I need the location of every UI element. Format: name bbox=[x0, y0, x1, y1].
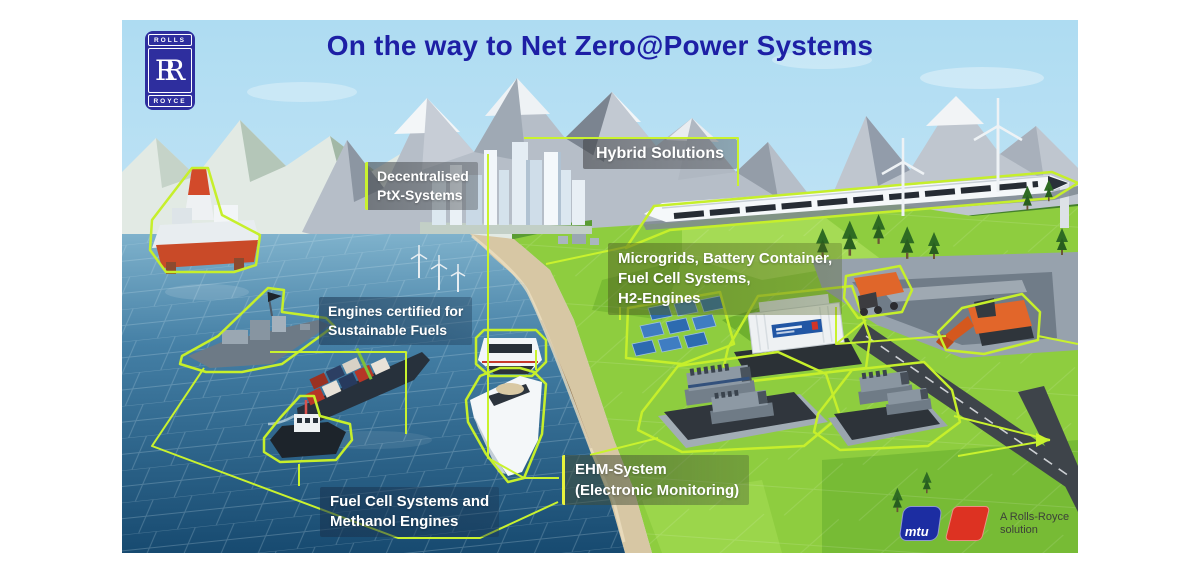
excavator bbox=[936, 292, 1042, 356]
wind-turbines bbox=[881, 98, 1023, 216]
genset-plant-right bbox=[812, 360, 962, 452]
callout-line: PtX-Systems bbox=[377, 187, 463, 203]
callout-lines bbox=[151, 137, 1078, 539]
callout-hybrid-solutions: Hybrid Solutions bbox=[583, 139, 737, 169]
callout-engines-certified: Engines certified for Sustainable Fuels bbox=[319, 297, 473, 345]
high-speed-train bbox=[624, 170, 1078, 250]
mtu-logo-text: mtu bbox=[904, 524, 929, 539]
mtu-logo: mtu bbox=[898, 506, 943, 541]
tugboat bbox=[262, 394, 354, 464]
callout-fuel-cell-methanol: Fuel Cell Systems and Methanol Engines bbox=[320, 487, 500, 537]
rolls-royce-monogram: R R bbox=[148, 48, 192, 93]
rolls-royce-solution-tagline: A Rolls-Royce solution bbox=[1000, 511, 1069, 537]
mtu-brand-footer: mtu A Rolls-Royce solution bbox=[898, 506, 1069, 541]
illustration-canvas: On the way to Net Zero@Power Systems ROL… bbox=[122, 20, 1078, 553]
callout-line: Sustainable Fuels bbox=[328, 322, 448, 338]
mtu-red-rhomboid bbox=[944, 506, 991, 541]
callout-line: (Electronic Monitoring) bbox=[575, 482, 740, 499]
monogram-r-right: R bbox=[164, 53, 186, 87]
rolls-royce-logo: ROLLS R R ROYCE bbox=[145, 31, 195, 110]
callout-line: H2-Engines bbox=[618, 290, 701, 307]
monogram-r-left: R bbox=[154, 53, 176, 87]
callout-microgrids: Microgrids, Battery Container, Fuel Cell… bbox=[608, 243, 843, 315]
rolls-royce-logo-top-text: ROLLS bbox=[148, 34, 192, 46]
callout-line: Decentralised bbox=[377, 168, 469, 184]
page-title: On the way to Net Zero@Power Systems bbox=[326, 30, 874, 61]
callout-decentralised-ptx: Decentralised PtX-Systems bbox=[365, 162, 478, 210]
callout-line: Fuel Cell Systems and bbox=[330, 493, 490, 510]
callout-line: Fuel Cell Systems, bbox=[618, 270, 751, 287]
coast-wind-turbines bbox=[410, 245, 466, 292]
callout-line: Engines certified for bbox=[328, 303, 464, 319]
callout-line: EHM-System bbox=[575, 461, 667, 478]
callout-line: Microgrids, Battery Container, bbox=[618, 250, 833, 267]
rolls-royce-logo-bottom-text: ROYCE bbox=[148, 95, 192, 107]
oil-rig bbox=[148, 166, 262, 274]
genset-plant-left bbox=[636, 350, 842, 454]
road bbox=[851, 322, 1078, 512]
callout-ehm-system: EHM-System (Electronic Monitoring) bbox=[562, 455, 750, 505]
tagline-line: A Rolls-Royce bbox=[1000, 510, 1070, 523]
callout-line: Hybrid Solutions bbox=[596, 145, 724, 162]
tagline-line: solution bbox=[1000, 523, 1038, 536]
callout-line: Methanol Engines bbox=[330, 513, 459, 530]
mining-truck bbox=[842, 264, 914, 320]
